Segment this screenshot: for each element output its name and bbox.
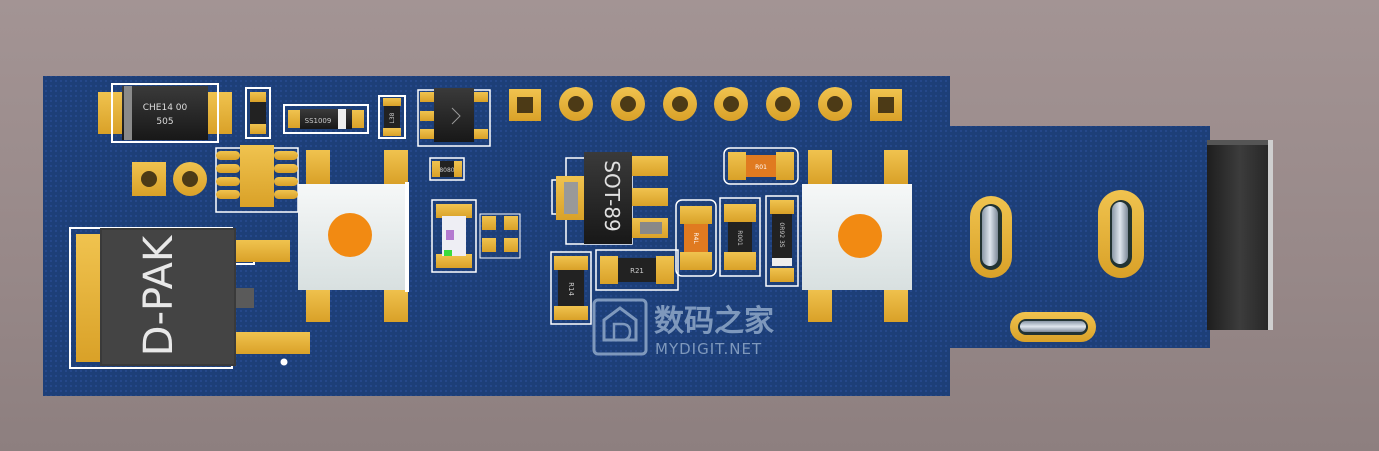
resistor-h-marking: 0R92 3S	[778, 222, 785, 247]
resistor-vertical-b: R001	[719, 197, 761, 277]
resistor-horizontal-a: R21	[595, 249, 679, 291]
sot23-marking: 8080	[439, 167, 454, 174]
watermark-title: 数码之家	[654, 304, 774, 339]
resistor-c-marking: R4L	[692, 232, 699, 244]
resistor-e-marking: R01	[755, 164, 767, 171]
usb-connector	[1207, 140, 1273, 330]
sot23-package: 8080	[417, 88, 491, 181]
dpak-label: D-PAK	[136, 234, 182, 356]
smd-led	[431, 199, 477, 273]
tht-pads-left	[132, 162, 207, 196]
sot-vertical-small: L38	[378, 95, 406, 139]
resistor-a-marking: R14	[567, 282, 575, 296]
diode-marking-1: CHE14 00	[143, 103, 188, 113]
capacitor-orange-b: R01	[723, 147, 799, 185]
small-diode-marking: SS1009	[305, 117, 332, 125]
resistor-d-marking: R001	[736, 230, 743, 246]
usb-shield-slots	[970, 190, 1144, 342]
resistor-vertical-a: R14	[550, 251, 592, 325]
resistor-vertical-small	[245, 87, 271, 139]
tactile-button-left	[298, 150, 409, 322]
twin-resistor-pads	[479, 213, 521, 259]
soic-chip	[215, 145, 299, 213]
watermark-subtitle: MYDIGIT.NET	[655, 340, 762, 358]
resistor-vertical-c: 0R92 3S	[765, 195, 799, 287]
header-pins	[509, 87, 902, 121]
smd-diode-small: SS1009	[283, 104, 369, 134]
capacitor-orange-a: R4L	[675, 199, 717, 277]
sot89-label: SOT-89	[600, 160, 624, 231]
sot89-package: SOT-89	[551, 152, 668, 245]
watermark: 数码之家 MYDIGIT.NET	[592, 298, 774, 358]
watermark-logo-icon	[592, 298, 648, 356]
sot-small-marking: L38	[389, 112, 396, 123]
smd-diode-large: CHE14 00 505	[98, 83, 232, 143]
resistor-b-marking: R21	[630, 267, 644, 275]
dpak-package: D-PAK	[69, 227, 310, 369]
tactile-button-right	[802, 150, 912, 322]
diode-marking-2: 505	[156, 117, 173, 127]
